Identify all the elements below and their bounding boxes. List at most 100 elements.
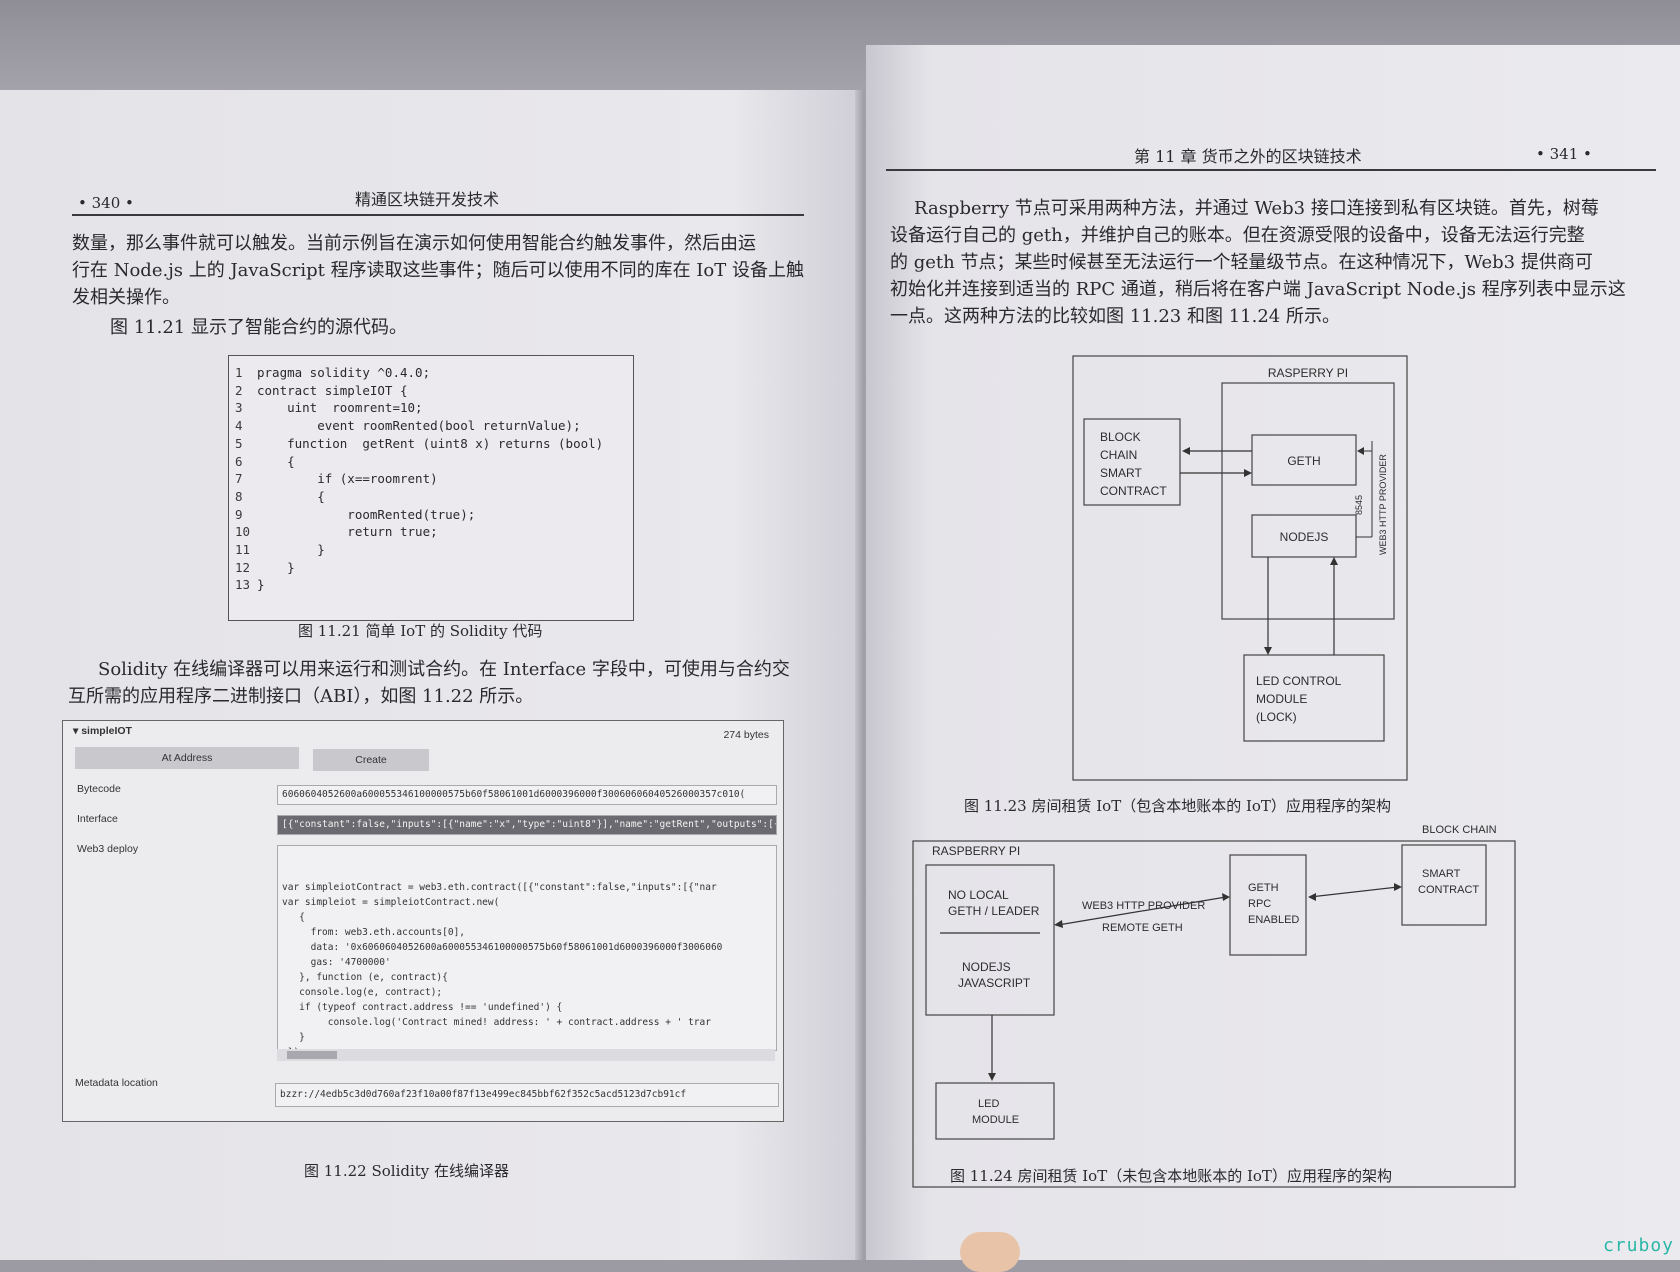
- code-line: 10 return true;: [235, 523, 627, 541]
- arrowhead: [1394, 883, 1402, 891]
- geth-box: [1251, 434, 1357, 486]
- smart-line-1: SMART: [1422, 868, 1461, 880]
- line-number: 11: [235, 542, 251, 558]
- code-text: return true;: [257, 524, 438, 540]
- scrollbar-thumb[interactable]: [287, 1051, 337, 1059]
- left-running-title: 精通区块链开发技术: [355, 190, 500, 209]
- blockchain-smart-contract-box: [1083, 418, 1181, 506]
- web3-code-line: console.log(e, contract);: [282, 987, 443, 998]
- web3-deploy-label: Web3 deploy: [77, 843, 139, 855]
- web3-code-line: gas: '4700000': [282, 957, 391, 968]
- bc-line-1: BLOCK: [1100, 430, 1141, 444]
- line-number: 6: [235, 453, 243, 469]
- code-text: uint roomrent=10;: [257, 400, 423, 416]
- web3-code-line: var simpleiot = simpleiotContract.new(: [282, 897, 500, 908]
- figure-11-22-caption: 图 11.22 Solidity 在线编译器: [304, 1162, 510, 1180]
- code-line: 3 uint roomrent=10;: [235, 399, 627, 417]
- figure-11-23-caption: 图 11.23 房间租赁 IoT（包含本地账本的 IoT）应用程序的架构: [964, 797, 1391, 815]
- arrowhead: [1308, 893, 1316, 901]
- blockchain-label: BLOCK CHAIN: [1422, 825, 1497, 836]
- code-line: 6 {: [235, 453, 627, 471]
- web3-code-line: var simpleiotContract = web3.eth.contrac…: [282, 882, 717, 893]
- arrowhead: [1357, 447, 1364, 455]
- right-paragraph-1: Raspberry 节点可采用两种方法，并通过 Web3 接口连接到私有区块链。…: [890, 195, 1660, 330]
- code-text: pragma solidity ^0.4.0;: [257, 365, 431, 380]
- geth-label: GETH: [1287, 454, 1320, 468]
- arrowhead: [988, 1073, 996, 1081]
- code-line: 13}: [235, 576, 627, 594]
- at-address-button[interactable]: At Address: [75, 747, 299, 769]
- thumb: [960, 1232, 1020, 1272]
- diagram-frame: [1072, 355, 1408, 781]
- remote-geth-label: REMOTE GETH: [1102, 922, 1183, 934]
- bytecode-field[interactable]: 6060604052600a600055346100000575b60f5806…: [277, 785, 777, 805]
- led-line-2: MODULE: [1256, 692, 1307, 706]
- text-line: 初始化并连接到适当的 RPC 通道，稍后将在客户端 JavaScript Nod…: [890, 279, 1626, 300]
- link-rpi-to-geth: [1057, 896, 1227, 926]
- line-number: 9: [235, 506, 243, 522]
- nodejs-line-1: NODEJS: [962, 960, 1011, 974]
- line-number: 4: [235, 418, 243, 434]
- raspberry-pi-box: [1221, 382, 1395, 620]
- web3-code-line: }): [282, 1045, 776, 1050]
- diagram-frame: [912, 840, 1516, 1188]
- code-text: }: [257, 542, 325, 558]
- left-header-rule: [72, 214, 804, 216]
- metadata-location-label: Metadata location: [75, 1077, 158, 1089]
- text-line: 的 geth 节点；某些时候甚至无法运行一个轻量级节点。在这种情况下，Web3 …: [890, 252, 1593, 273]
- interface-field[interactable]: [{"constant":false,"inputs":[{"name":"x"…: [277, 815, 777, 835]
- line-number: 2: [235, 382, 243, 398]
- web3-code-line: {: [282, 912, 305, 923]
- code-line: 5 function getRent (uint8 x) returns (bo…: [235, 435, 627, 453]
- figure-11-23-diagram: RASPERRY PI BLOCK CHAIN SMART CONTRACT G…: [1072, 355, 1408, 781]
- arrowhead: [1330, 557, 1338, 565]
- port-label: 8545: [1354, 495, 1364, 515]
- interface-label: Interface: [77, 813, 118, 825]
- text-line: 发相关操作。: [72, 287, 180, 308]
- figure-11-24-diagram: RASPBERRY PI NO LOCAL GETH / LEADER NODE…: [912, 825, 1516, 1188]
- bytecode-size: 274 bytes: [723, 729, 769, 741]
- geth-line-1: GETH: [1248, 882, 1279, 894]
- nodejs-box: [1251, 514, 1357, 558]
- create-button[interactable]: Create: [313, 749, 429, 771]
- arrowhead: [1244, 469, 1252, 477]
- watermark: cruboy: [1602, 1235, 1674, 1256]
- geth-line-2: RPC: [1248, 898, 1271, 910]
- code-text: {: [257, 453, 295, 469]
- code-text: event roomRented(bool returnValue);: [257, 418, 581, 434]
- figure-11-21-caption: 图 11.21 简单 IoT 的 Solidity 代码: [298, 622, 543, 640]
- line-number: 12: [235, 559, 251, 575]
- code-line: 9 roomRented(true);: [235, 506, 627, 524]
- text-line: 数量，那么事件就可以触发。当前示例旨在演示如何使用智能合约触发事件，然后由运: [72, 233, 756, 254]
- no-local-line-1: NO LOCAL: [948, 888, 1009, 902]
- led-line-1: LED CONTROL: [1256, 674, 1342, 688]
- left-page: • 340 • 精通区块链开发技术 数量，那么事件就可以触发。当前示例旨在演示如…: [0, 90, 862, 1260]
- led-line-2: MODULE: [972, 1114, 1019, 1126]
- text-line: 一点。这两种方法的比较如图 11.23 和图 11.24 所示。: [890, 306, 1340, 327]
- left-paragraph-3: Solidity 在线编译器可以用来运行和测试合约。在 Interface 字段…: [68, 656, 828, 710]
- text-line: Raspberry 节点可采用两种方法，并通过 Web3 接口连接到私有区块链。…: [914, 198, 1599, 219]
- web3-code-line: if (typeof contract.address !== 'undefin…: [282, 1002, 563, 1013]
- text-line: 行在 Node.js 上的 JavaScript 程序读取这些事件；随后可以使用…: [72, 260, 804, 281]
- line-number: 13: [235, 577, 251, 593]
- smart-contract-box: [1401, 844, 1487, 926]
- raspberry-pi-label: RASPBERRY PI: [932, 844, 1020, 858]
- right-page: 第 11 章 货币之外的区块链技术 • 341 • Raspberry 节点可采…: [866, 45, 1680, 1260]
- arrowhead: [1222, 893, 1230, 901]
- text-line: Solidity 在线编译器可以用来运行和测试合约。在 Interface 字段…: [98, 659, 790, 680]
- line-number: 8: [235, 488, 243, 504]
- code-line: 4 event roomRented(bool returnValue);: [235, 417, 627, 435]
- led-line-1: LED: [978, 1098, 999, 1110]
- web3-code-lines: var simpleiotContract = web3.eth.contrac…: [282, 880, 776, 1050]
- link-geth-to-contract: [1309, 886, 1399, 898]
- web3-deploy-textarea[interactable]: var simpleiotContract = web3.eth.contrac…: [277, 845, 777, 1051]
- geth-line-3: ENABLED: [1248, 914, 1299, 926]
- web3-provider-label: WEB3 HTTP PROVIDER: [1378, 454, 1388, 555]
- no-local-line-2: GETH / LEADER: [948, 904, 1040, 918]
- nodejs-line-2: JAVASCRIPT: [958, 976, 1031, 990]
- line-number: 1: [235, 365, 243, 380]
- horizontal-scrollbar[interactable]: [277, 1049, 775, 1061]
- metadata-location-field[interactable]: bzzr://4edb5c3d0d760af23f10a00f87f13e499…: [275, 1083, 779, 1107]
- led-module-box: [935, 1082, 1055, 1140]
